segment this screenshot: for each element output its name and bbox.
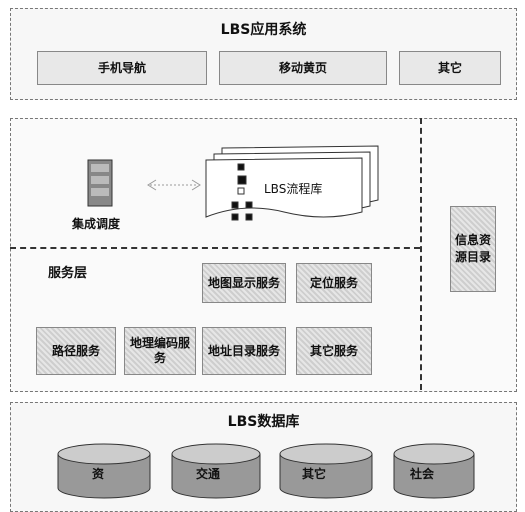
app-item-mobile-navigation: 手机导航	[37, 51, 207, 85]
database-cylinder-traffic-icon	[171, 443, 261, 499]
app-layer-panel: LBS应用系统 手机导航 移动黄页 其它	[10, 8, 517, 100]
service-other: 其它服务	[296, 327, 372, 375]
resource-catalog-box: 信息资源目录	[450, 206, 496, 292]
app-item-other: 其它	[399, 51, 501, 85]
database-cylinder-social-icon	[393, 443, 475, 499]
database-cylinder-resources-icon	[57, 443, 151, 499]
layer-divider	[10, 247, 420, 249]
service-routing: 路径服务	[36, 327, 116, 375]
database-label-resources: 资	[92, 466, 104, 481]
database-layer-title: LBS数据库	[227, 414, 300, 430]
database-cylinder-other-icon	[279, 443, 373, 499]
flow-library-label: LBS流程库	[264, 182, 323, 196]
app-item-mobile-yellow-pages: 移动黄页	[219, 51, 387, 85]
flow-library-icon	[205, 145, 379, 221]
server-icon	[87, 159, 113, 207]
service-address-catalog: 地址目录服务	[202, 327, 286, 375]
app-layer-title: LBS应用系统	[220, 22, 307, 38]
database-label-social: 社会	[409, 466, 435, 481]
database-label-other: 其它	[302, 466, 326, 481]
service-positioning: 定位服务	[296, 263, 372, 303]
service-geocoding: 地理编码服务	[124, 327, 196, 375]
double-arrow-icon	[147, 179, 201, 191]
service-layer-title: 服务层	[48, 266, 88, 281]
service-map-display: 地图显示服务	[202, 263, 286, 303]
catalog-divider	[420, 118, 422, 390]
database-label-traffic: 交通	[196, 466, 220, 481]
server-label: 集成调度	[72, 217, 121, 231]
